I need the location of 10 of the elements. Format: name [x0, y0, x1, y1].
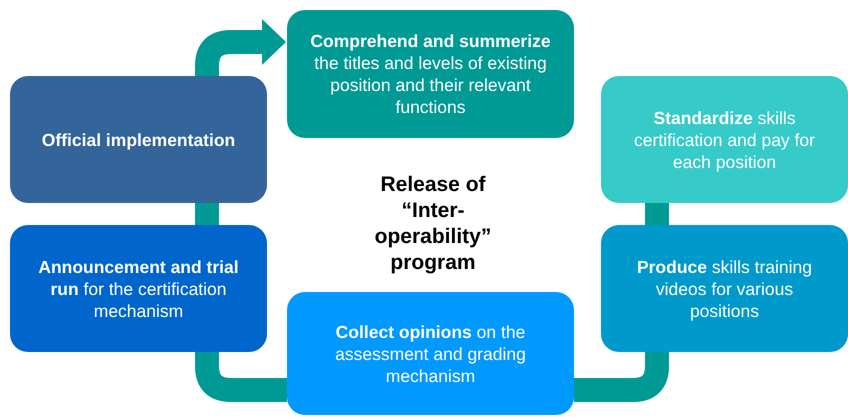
connector-band — [195, 203, 219, 225]
center-title: Release of “Inter-operability” program — [374, 172, 492, 276]
process-box: Official implementation — [10, 76, 267, 203]
connector-band — [645, 203, 669, 225]
process-box: Standardize skills certification and pay for each position — [601, 76, 848, 203]
process-box: Collect opinions on the assessment and grading mechanism — [287, 292, 574, 415]
process-box: Produce skills training videos for various positions — [601, 225, 848, 352]
curved-arrow — [195, 19, 286, 78]
process-box: Comprehend and summerize the titles and levels of existing position and their relevant functions — [287, 10, 574, 138]
process-box: Announcement and trial run for the certification mechanism — [10, 225, 267, 352]
